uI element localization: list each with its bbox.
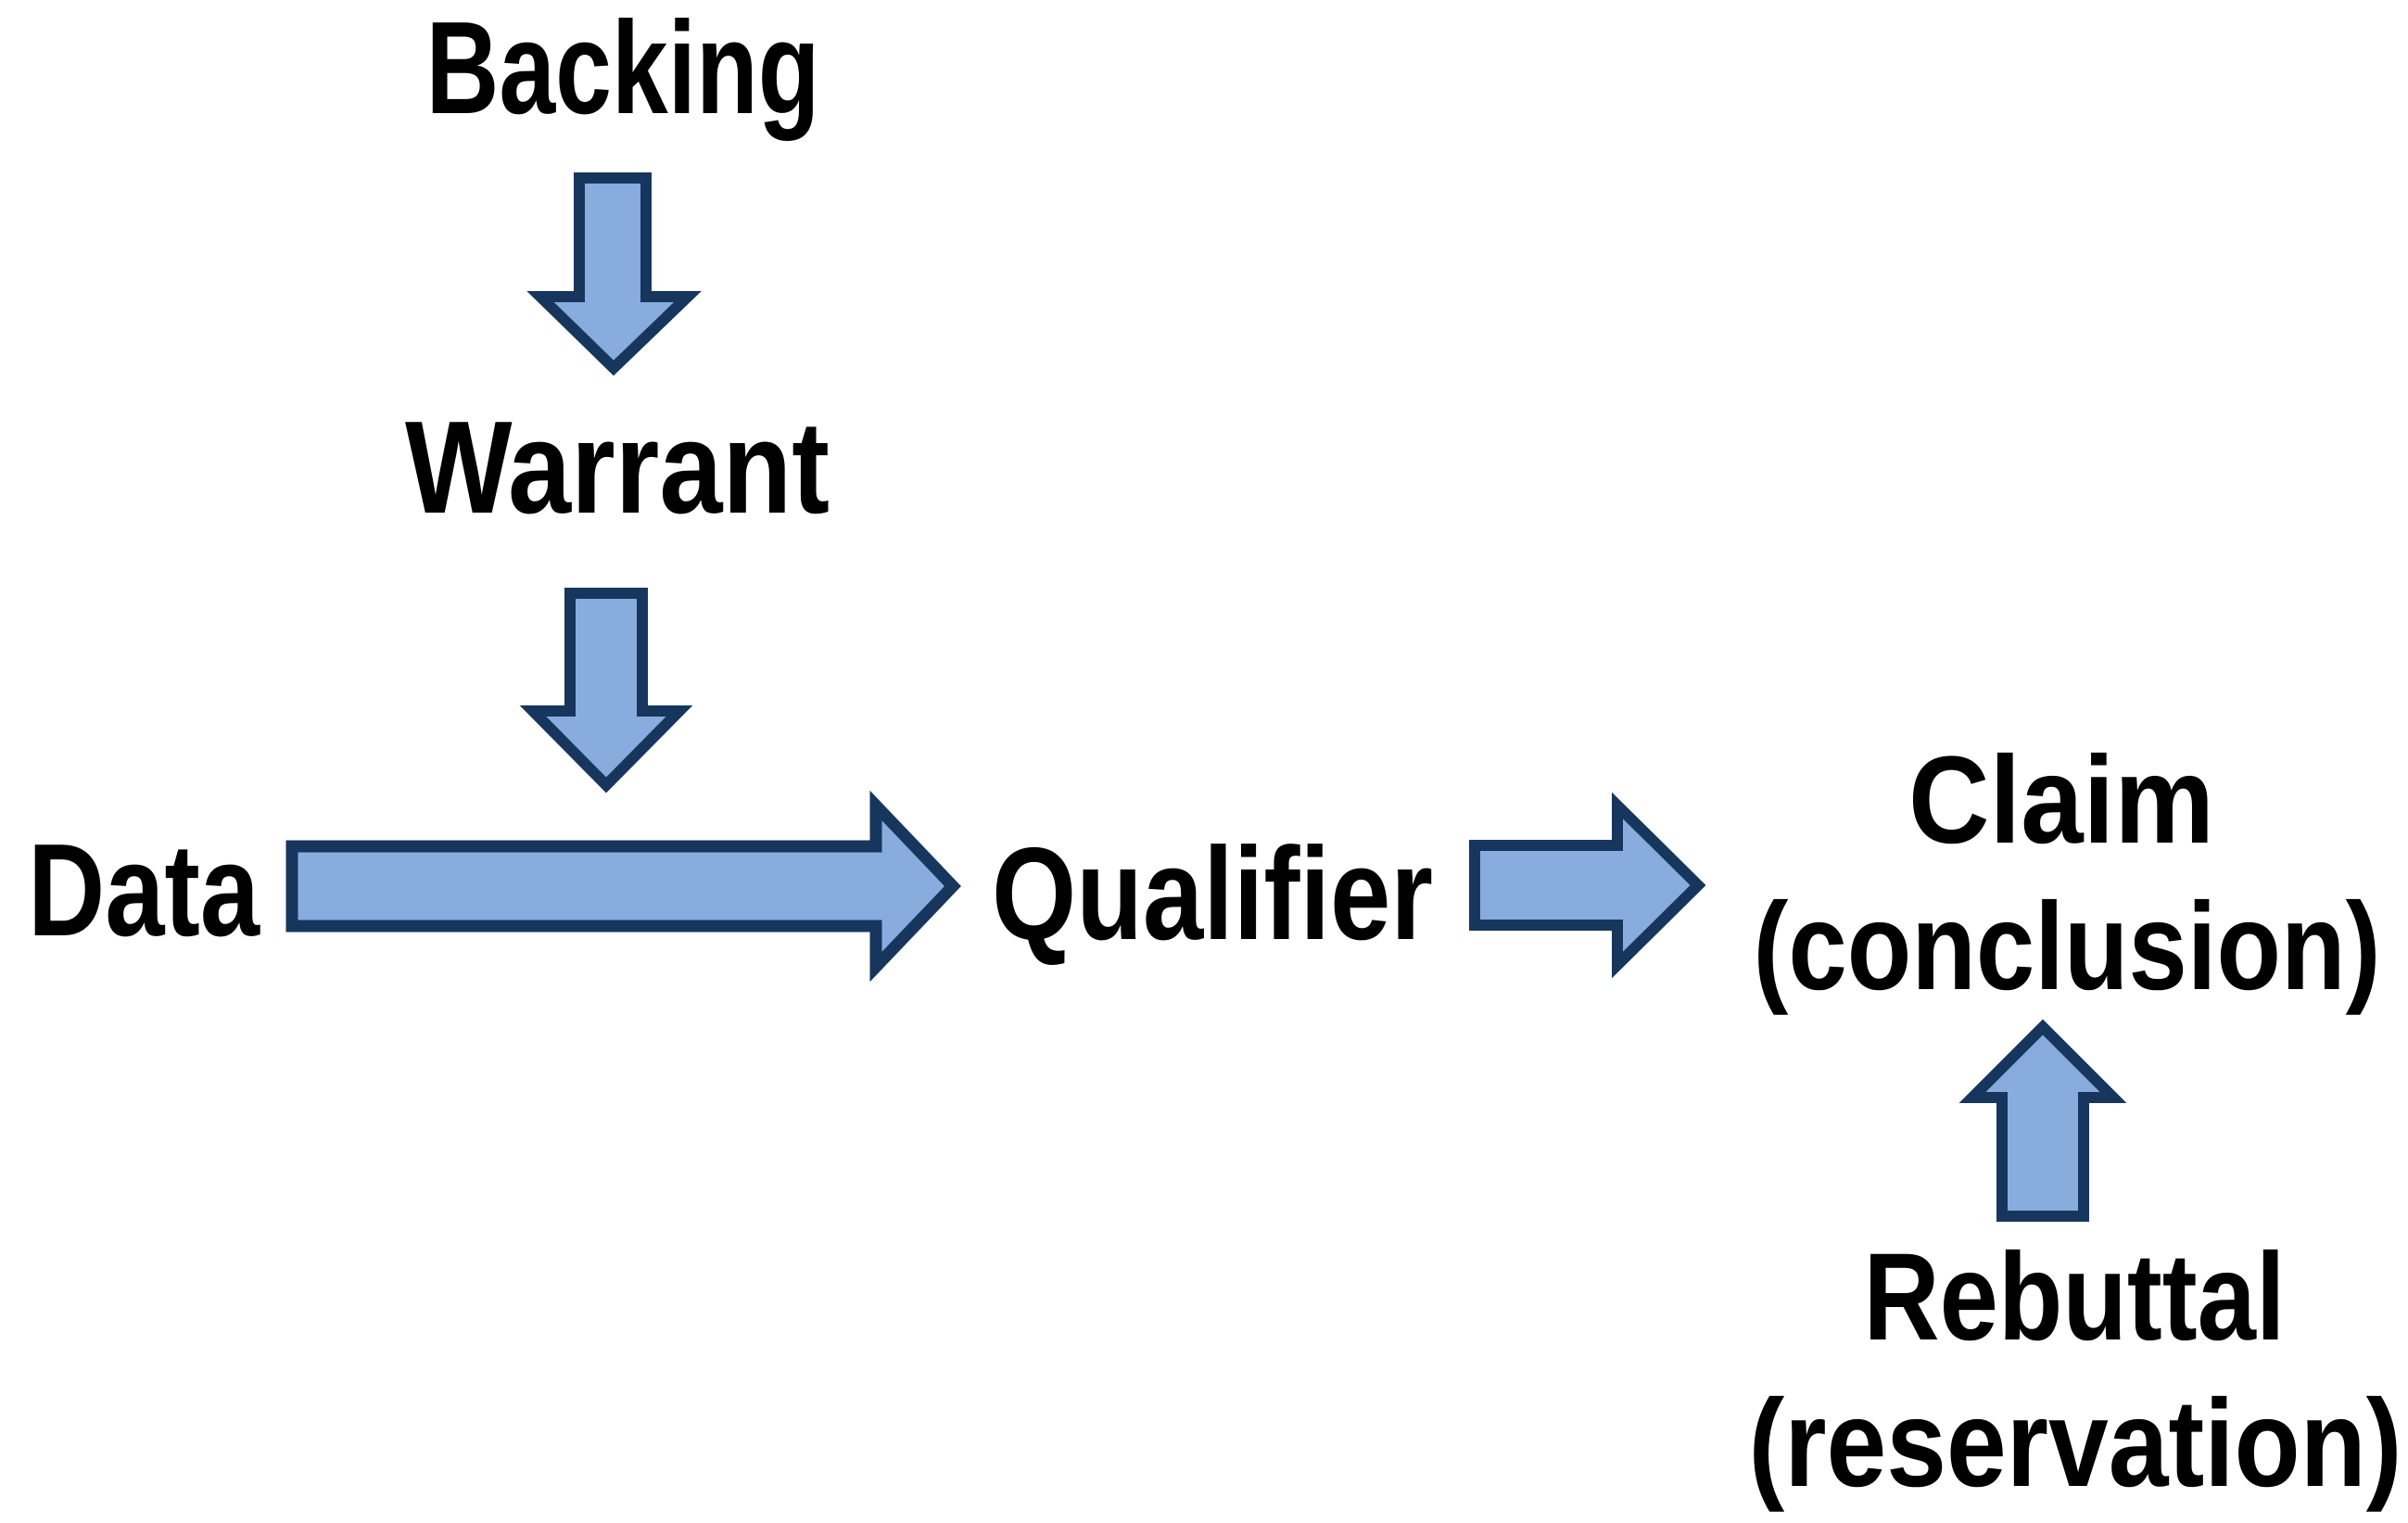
right-arrow-data-to-qualifier-icon xyxy=(285,790,961,983)
down-arrow-warrant-to-data-icon xyxy=(519,588,693,793)
backing-label: Backing xyxy=(426,0,820,142)
qualifier-label: Qualifier xyxy=(992,820,1433,968)
right-arrow-qualifier-to-claim-icon xyxy=(1469,792,1706,979)
warrant-label: Warrant xyxy=(405,394,830,541)
claim-label-line2: (conclusion) xyxy=(1754,878,2381,1016)
rebuttal-label-line2: (reservation) xyxy=(1749,1375,2402,1513)
data-label: Data xyxy=(28,817,260,964)
up-arrow-rebuttal-to-claim-icon xyxy=(1958,1019,2127,1222)
down-arrow-backing-to-warrant-icon xyxy=(526,172,702,376)
rebuttal-label-line1: Rebuttal xyxy=(1864,1228,2286,1366)
claim-label-line1: Claim xyxy=(1908,731,2214,869)
